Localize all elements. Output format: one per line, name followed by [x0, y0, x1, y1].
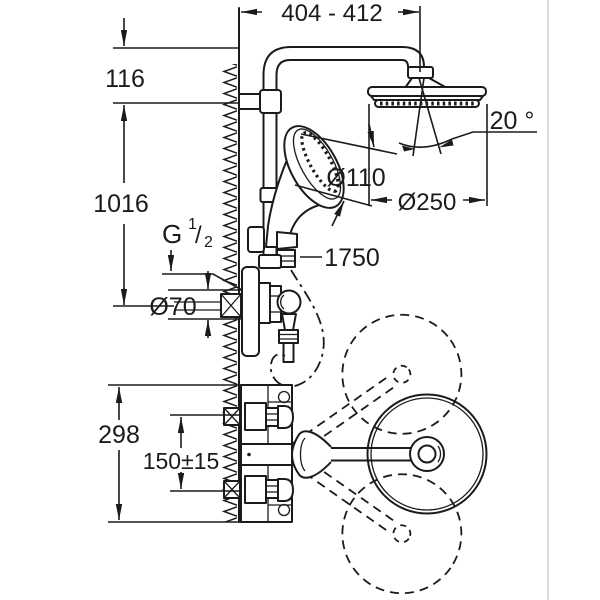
shower-valve: [174, 254, 302, 363]
spray-angle-annotation: 20 °: [398, 77, 537, 157]
hand-shower: [265, 125, 345, 248]
shower-hose: [269, 269, 325, 388]
spray-angle-label: 20 °: [490, 107, 535, 135]
valve-escutcheon-plate: [241, 266, 260, 357]
escutcheon-diameter-label: Ø70: [149, 293, 196, 321]
hub-cap: [417, 444, 437, 464]
union-top: [223, 402, 294, 431]
hand-shower-body: [265, 140, 324, 248]
hand-shower-face-inner: [292, 128, 342, 200]
pivot-center-mark: [247, 452, 251, 457]
wall: [222, 7, 240, 523]
dim-riser-height: 1016: [93, 105, 174, 307]
connection-spacing-label: 150±15: [143, 448, 220, 474]
riser-and-arm-pipe: [262, 46, 425, 268]
hand-shower-diameter-label: Ø110: [326, 164, 385, 192]
dim-head-diameter: Ø250: [368, 104, 488, 216]
supply-union-nut: [220, 293, 242, 318]
arm-hub: [409, 436, 445, 472]
top-view: 298: [98, 313, 488, 595]
mounting-screw-bottom: [277, 503, 291, 517]
valve-body: [258, 282, 271, 324]
wall-bracket: [238, 89, 282, 114]
dim-escutcheon-diameter: Ø70: [149, 271, 242, 338]
dim-arm-drop: 116: [105, 18, 239, 104]
union-bottom: [223, 475, 294, 504]
valve-top-view: [223, 384, 294, 523]
hose-length-label: 1750: [324, 244, 380, 272]
hand-shower-top-view: [291, 430, 332, 479]
hand-shower-nozzles: [300, 131, 340, 193]
arm-drop-label: 116: [105, 65, 145, 93]
head-shower-top-view: [366, 393, 488, 515]
valve-outlet: [278, 313, 299, 363]
valve-inlet-collar: [258, 254, 282, 269]
dim-connection-spacing: 150±15: [143, 414, 240, 492]
dim-top-width: 404 - 412: [241, 0, 421, 72]
dim-hand-shower-diameter: Ø110: [294, 123, 398, 227]
depth-label: 298: [98, 421, 140, 449]
mounting-screw-top: [277, 390, 291, 404]
head-diameter-label: Ø250: [398, 189, 457, 216]
dim-hose-length: 1750: [300, 244, 380, 272]
front-view: 20 ° 404 - 412 Ø250 116: [93, 0, 537, 388]
head-outer-circle: [366, 393, 488, 515]
top-width-label: 404 - 412: [281, 0, 382, 27]
head-shower-disc-top: [367, 86, 487, 97]
head-inner-rim: [370, 397, 484, 511]
riser-height-label: 1016: [93, 190, 149, 218]
